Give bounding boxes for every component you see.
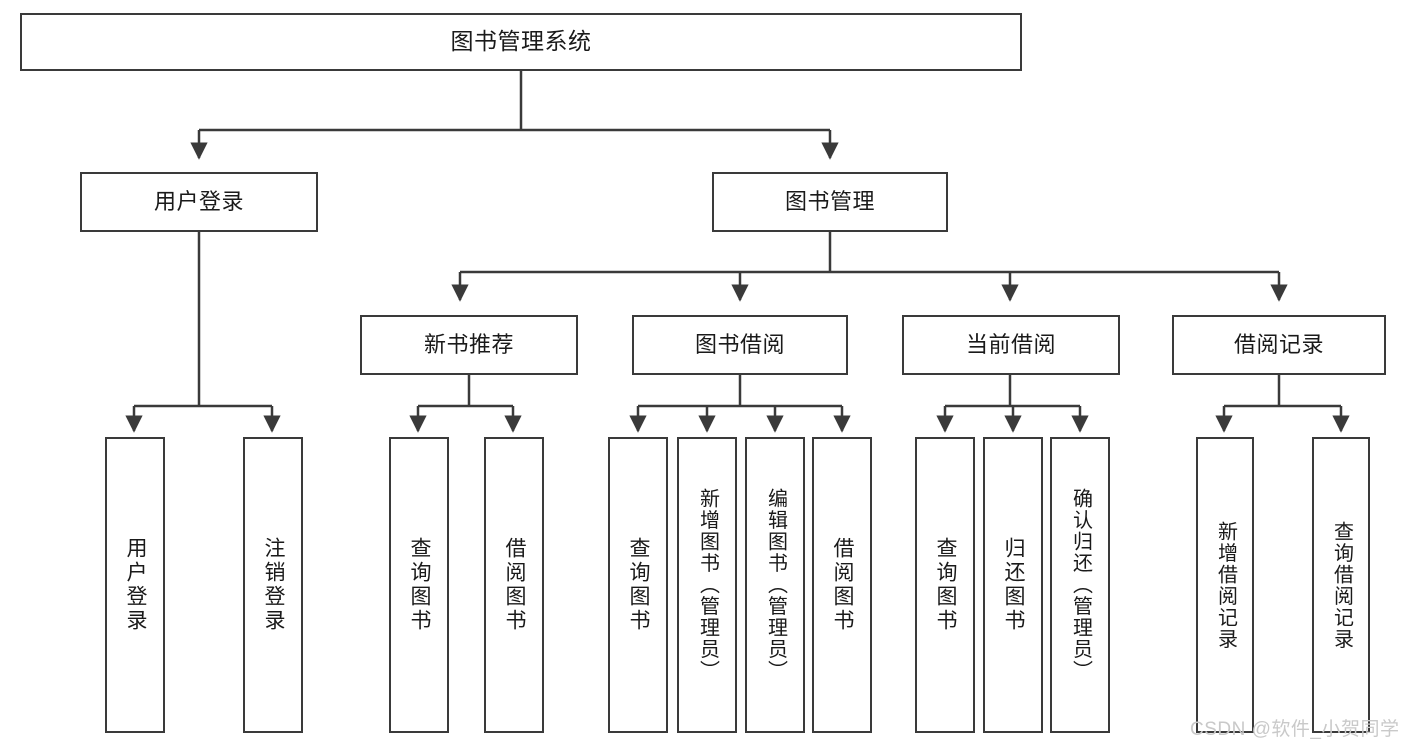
node-label: 编辑图书（管理员） [764, 488, 787, 682]
node-label: 借阅图书 [503, 537, 527, 633]
node-borrow-record[interactable]: 借阅记录 [1172, 315, 1386, 375]
leaf-borrow-query-book[interactable]: 查询图书 [608, 437, 668, 733]
leaf-user-login[interactable]: 用户登录 [105, 437, 165, 733]
node-label: 查询图书 [408, 537, 432, 633]
node-label: 图书借阅 [694, 332, 785, 358]
leaf-user-logout[interactable]: 注销登录 [243, 437, 303, 733]
node-label: 归还图书 [1002, 537, 1026, 633]
node-book-borrow[interactable]: 图书借阅 [632, 315, 848, 375]
node-label: 图书管理 [784, 189, 875, 215]
node-current-borrow[interactable]: 当前借阅 [902, 315, 1120, 375]
node-label: 当前借阅 [965, 332, 1056, 358]
leaf-borrow-add-book[interactable]: 新增图书（管理员） [677, 437, 737, 733]
node-label: 注销登录 [262, 537, 286, 633]
node-book-management[interactable]: 图书管理 [712, 172, 948, 232]
node-label: 查询图书 [934, 537, 958, 633]
node-label: 新书推荐 [423, 332, 514, 358]
node-label: 用户登录 [153, 189, 244, 215]
node-user-login[interactable]: 用户登录 [80, 172, 318, 232]
node-label: 确认归还（管理员） [1069, 488, 1092, 682]
leaf-current-return-book[interactable]: 归还图书 [983, 437, 1043, 733]
node-label: 新增借阅记录 [1214, 520, 1237, 650]
node-label: 用户登录 [124, 537, 148, 633]
leaf-borrow-edit-book[interactable]: 编辑图书（管理员） [745, 437, 805, 733]
node-new-book-recommend[interactable]: 新书推荐 [360, 315, 578, 375]
leaf-record-query[interactable]: 查询借阅记录 [1312, 437, 1370, 733]
node-label: 查询借阅记录 [1330, 520, 1353, 650]
csdn-watermark: CSDN @软件_小贺同学 [1190, 719, 1400, 740]
node-label: 图书管理系统 [450, 28, 592, 55]
leaf-new-book-query[interactable]: 查询图书 [389, 437, 449, 733]
node-label: 查询图书 [627, 537, 651, 633]
leaf-current-query-book[interactable]: 查询图书 [915, 437, 975, 733]
node-root-system[interactable]: 图书管理系统 [20, 13, 1022, 71]
leaf-record-add[interactable]: 新增借阅记录 [1196, 437, 1254, 733]
leaf-borrow-borrow-book[interactable]: 借阅图书 [812, 437, 872, 733]
node-label: 借阅图书 [831, 537, 855, 633]
leaf-current-confirm-return[interactable]: 确认归还（管理员） [1050, 437, 1110, 733]
node-label: 借阅记录 [1233, 332, 1324, 358]
node-label: 新增图书（管理员） [696, 488, 719, 682]
leaf-new-book-borrow[interactable]: 借阅图书 [484, 437, 544, 733]
